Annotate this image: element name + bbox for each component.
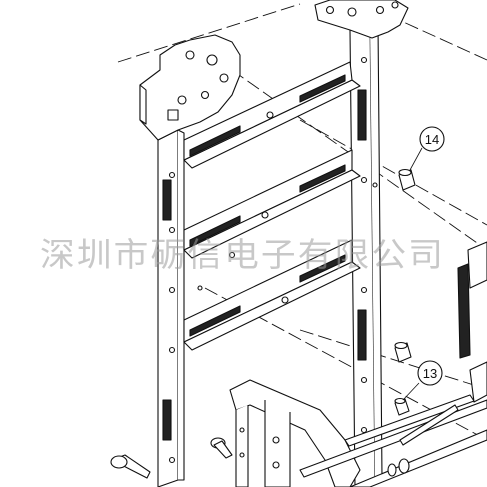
lower-bracket [229, 379, 361, 487]
frame-slots [162, 74, 367, 441]
callout-14-label: 14 [425, 132, 439, 147]
pin-part-mid [394, 341, 412, 363]
ear-holes [167, 1, 399, 121]
side-bar-part [457, 241, 487, 403]
pin-part-13 [394, 397, 410, 416]
screw-mid [210, 437, 233, 459]
callout-13-label: 13 [423, 366, 437, 381]
callout-leaders [402, 147, 423, 401]
company-watermark: 深圳市砺信电子有限公司 [40, 235, 445, 274]
callout-13: 13 [417, 360, 443, 386]
pin-part-14 [398, 168, 416, 191]
screw-left [110, 454, 151, 479]
callout-14: 14 [419, 126, 445, 152]
rail-holes [168, 56, 378, 464]
shafts [299, 394, 487, 487]
